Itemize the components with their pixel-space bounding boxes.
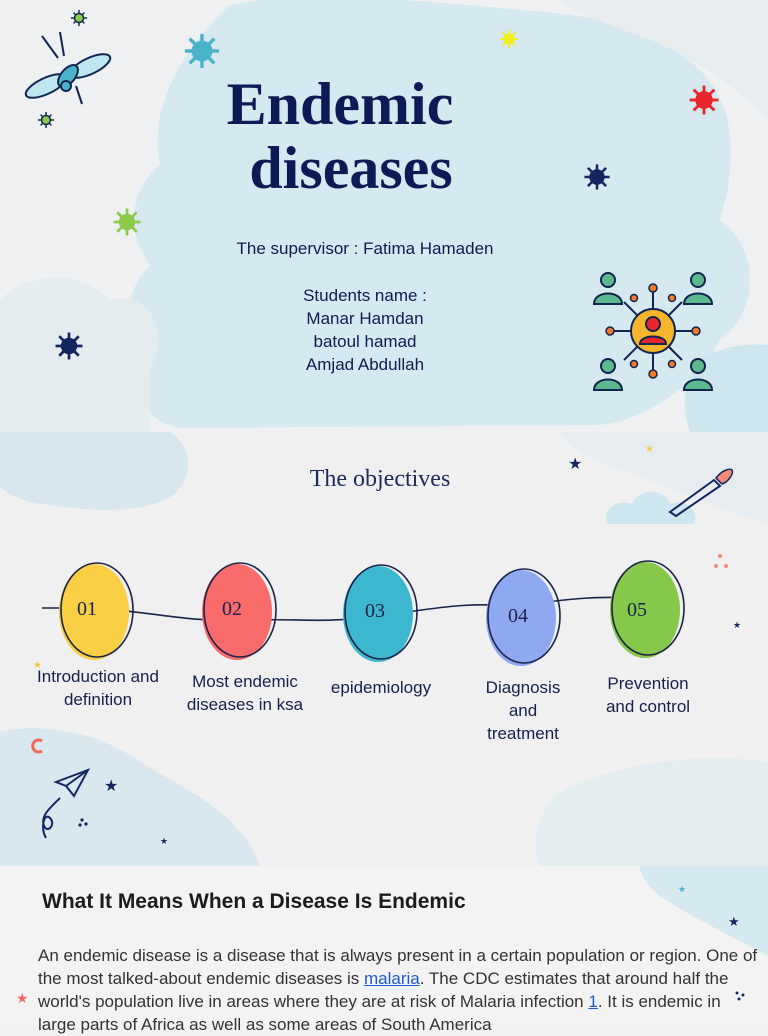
dots-decoration [714, 554, 728, 568]
footnote-link[interactable]: 1 [588, 992, 598, 1011]
paper-plane-icon [42, 768, 91, 839]
objectives-background [0, 432, 768, 866]
star-icon: ★ [645, 444, 654, 455]
paint-brush-icon [668, 468, 734, 518]
virus-icon [184, 33, 220, 69]
objectives-timeline [42, 560, 685, 666]
step-number: 02 [222, 598, 242, 620]
objectives-slide: ★ ★ ★ ★ ★ ★ The objectives 01 02 03 04 0… [0, 432, 768, 866]
step-number: 01 [77, 598, 97, 620]
star-icon: ★ [568, 456, 583, 473]
virus-icon [689, 85, 719, 115]
step-blob [486, 570, 556, 666]
step-number: 03 [365, 600, 385, 622]
cover-title: Endemic diseases [170, 72, 510, 200]
step-label: epidemiology [330, 678, 432, 697]
step-outline [60, 562, 134, 658]
paragraph-text: . The CDC estimates that around half the… [38, 969, 729, 1011]
virus-icon [37, 111, 55, 129]
virus-icon [500, 30, 518, 48]
step-blob [59, 564, 129, 660]
article-paragraph: An endemic disease is a disease that is … [38, 944, 758, 1036]
student-name: Amjad Abdullah [305, 355, 425, 374]
virus-icon [584, 164, 610, 190]
step-outline [487, 568, 561, 664]
paragraph-text: An endemic disease is a disease that is … [38, 946, 758, 988]
step-outline [203, 562, 277, 658]
virus-icon [70, 9, 88, 27]
step-outline [611, 560, 685, 656]
step-label: Prevention and control [605, 674, 691, 716]
step-blob [343, 566, 413, 662]
arc-decoration [31, 738, 43, 754]
star-icon: ★ [733, 620, 742, 630]
star-icon: ★ [728, 914, 740, 929]
step-label: Diagnosis and treatment [485, 678, 561, 743]
cover-background [0, 0, 768, 432]
star-icon: ★ [33, 660, 42, 671]
article-background [640, 866, 768, 956]
step-blob [610, 562, 680, 658]
star-icon: ★ [678, 884, 687, 894]
title-line-1: Endemic [226, 71, 454, 137]
infection-network-icon [592, 272, 714, 391]
title-line-2: diseases [249, 135, 453, 201]
star-icon: ★ [160, 836, 169, 846]
objectives-title: The objectives [309, 466, 451, 492]
cover-slide: Endemic diseases The supervisor : Fatima… [0, 0, 768, 432]
step-number: 04 [508, 605, 528, 627]
star-icon: ★ [104, 778, 119, 795]
malaria-link[interactable]: malaria [364, 969, 420, 988]
step-number: 05 [627, 599, 647, 621]
step-outline [344, 564, 418, 660]
virus-icon [113, 208, 141, 236]
step-label: Introduction and definition [37, 667, 159, 709]
student-name: batoul hamad [313, 332, 417, 351]
star-icon: ★ [16, 990, 29, 1006]
step-blob [202, 564, 272, 660]
student-name: Manar Hamdan [306, 309, 424, 328]
virus-icon [55, 332, 83, 360]
students-label: Students name : [303, 286, 427, 305]
article-heading: What It Means When a Disease Is Endemic [42, 890, 466, 913]
dots-decoration [735, 991, 745, 1001]
step-label: Most endemic diseases in ksa [186, 672, 304, 714]
article-section: ★ ★ ★ [0, 866, 768, 1024]
supervisor-text: The supervisor : Fatima Hamaden [236, 239, 494, 258]
mosquito-icon [24, 31, 112, 105]
